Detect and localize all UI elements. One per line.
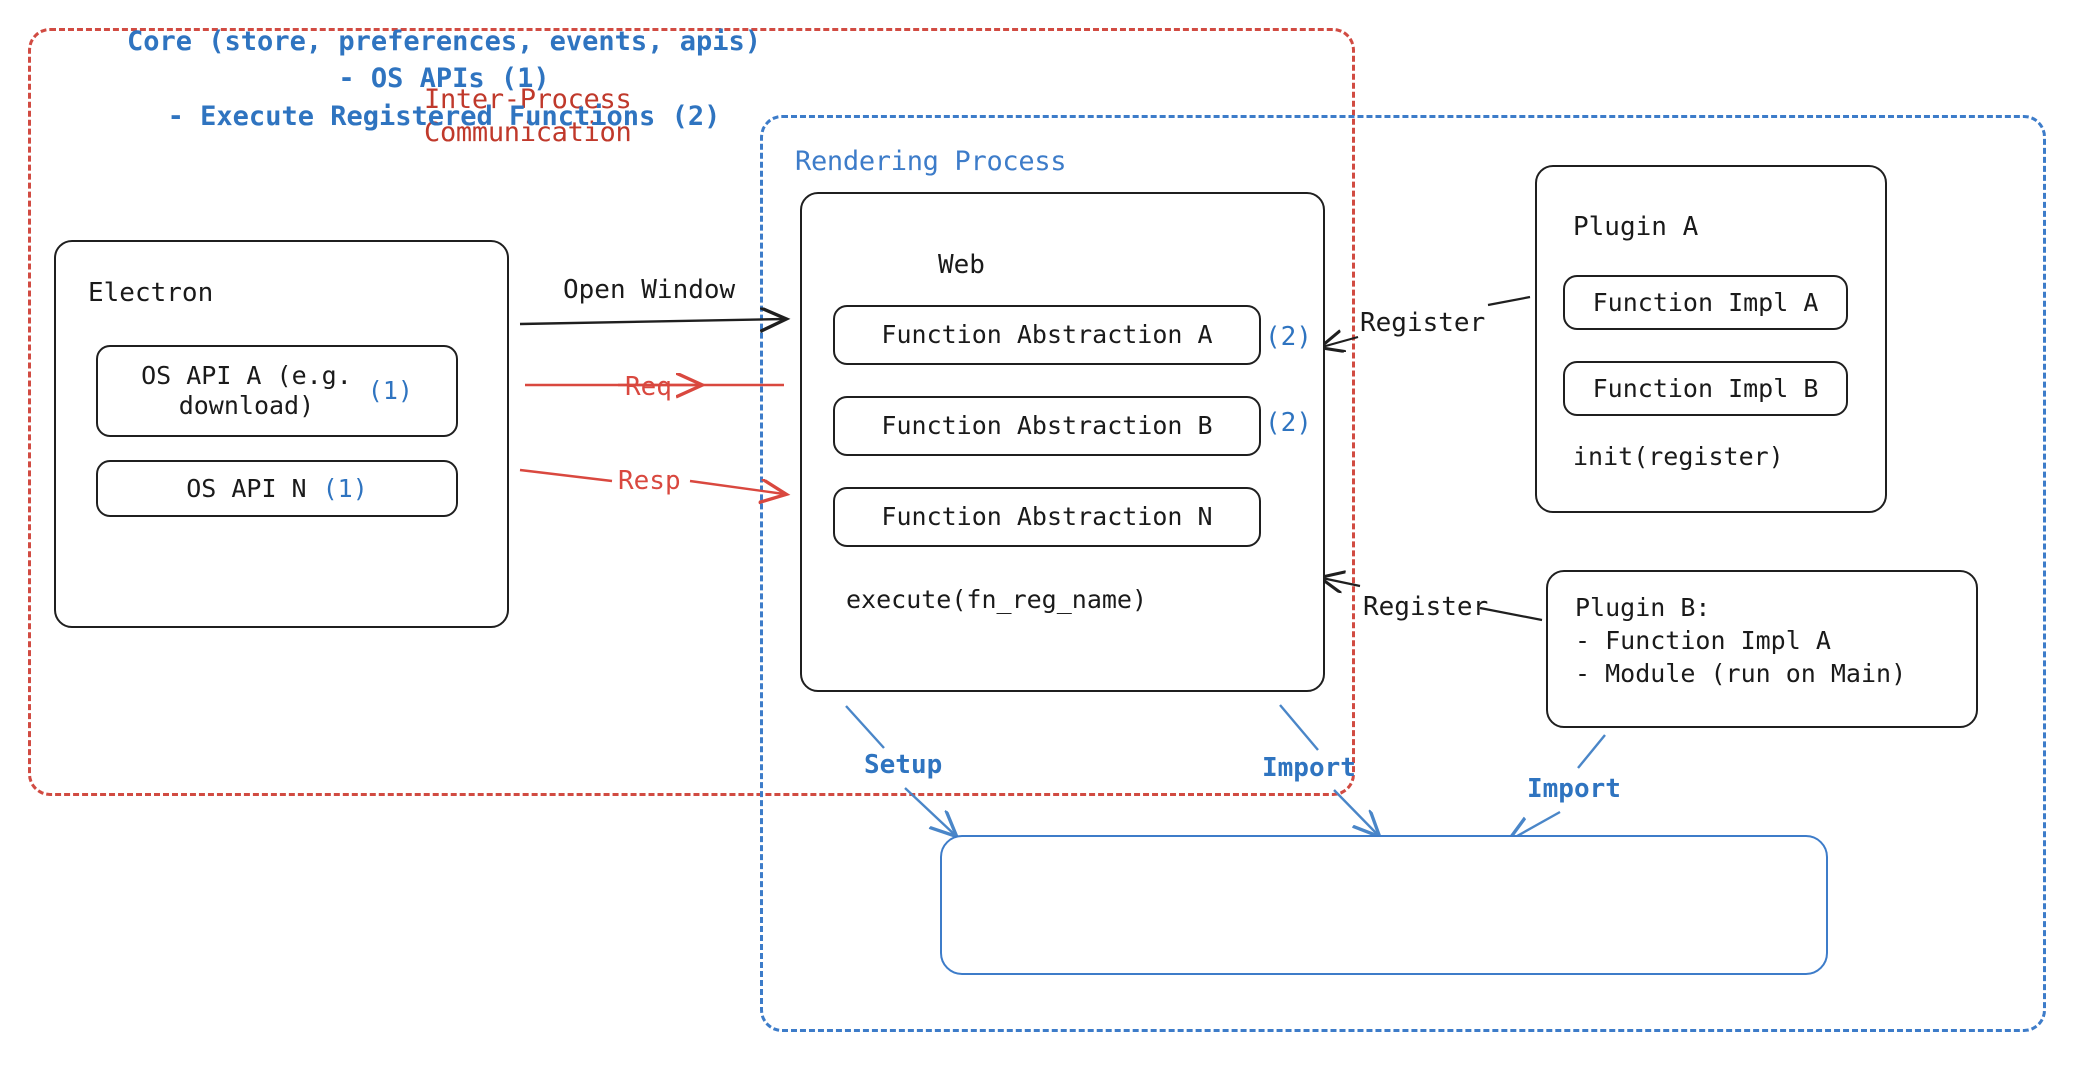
function-abstraction-a-box: Function Abstraction A bbox=[833, 305, 1261, 365]
edge-label-resp: Resp bbox=[618, 466, 681, 496]
electron-title: Electron bbox=[88, 278, 214, 308]
web-execute-label: execute(fn_reg_name) bbox=[846, 585, 1148, 614]
function-abstraction-a-marker: (2) bbox=[1265, 322, 1312, 352]
function-abstraction-n-label: Function Abstraction N bbox=[881, 502, 1213, 531]
plugin-b-text: Plugin B: - Function Impl A - Module (ru… bbox=[1575, 593, 1907, 688]
os-api-a-label: OS API A (e.g. download) bbox=[141, 361, 352, 420]
function-impl-b-label: Function Impl B bbox=[1592, 373, 1819, 403]
plugin-a-title: Plugin A bbox=[1573, 212, 1699, 242]
edge-label-register-plugin-b: Register bbox=[1363, 592, 1489, 622]
group-title-rendering-process: Rendering Process bbox=[795, 146, 1067, 177]
edge-label-setup: Setup bbox=[864, 750, 943, 780]
os-api-a-box: OS API A (e.g. download) (1) bbox=[96, 345, 458, 437]
group-inter-process-communication bbox=[28, 28, 1355, 796]
edge-label-req: Req bbox=[625, 372, 672, 402]
os-api-n-box: OS API N (1) bbox=[96, 460, 458, 517]
function-abstraction-b-marker: (2) bbox=[1265, 408, 1312, 438]
plugin-a-box bbox=[1535, 165, 1887, 513]
function-impl-b-box: Function Impl B bbox=[1563, 361, 1848, 416]
function-abstraction-n-box: Function Abstraction N bbox=[833, 487, 1261, 547]
edge-label-import-web: Import bbox=[1262, 753, 1356, 783]
function-abstraction-a-label: Function Abstraction A bbox=[881, 320, 1213, 349]
os-api-n-label: OS API N bbox=[186, 473, 307, 503]
core-box bbox=[940, 835, 1828, 975]
os-api-n-marker: (1) bbox=[322, 473, 368, 503]
plugin-a-init-label: init(register) bbox=[1573, 442, 1784, 471]
plugin-b-box bbox=[1546, 570, 1978, 728]
group-title-ipc: Inter-Process Communication bbox=[424, 84, 632, 149]
core-text: Core (store, preferences, events, apis) … bbox=[127, 26, 761, 132]
function-impl-a-box: Function Impl A bbox=[1563, 275, 1848, 330]
group-rendering-process bbox=[760, 115, 2046, 1032]
os-api-a-marker: (1) bbox=[367, 376, 413, 405]
web-title: Web bbox=[938, 250, 985, 280]
function-abstraction-b-label: Function Abstraction B bbox=[881, 411, 1213, 440]
edge-label-import-plugin-b: Import bbox=[1527, 774, 1621, 804]
edge-label-register-plugin-a: Register bbox=[1360, 308, 1486, 338]
function-abstraction-b-box: Function Abstraction B bbox=[833, 396, 1261, 456]
function-impl-a-label: Function Impl A bbox=[1592, 287, 1819, 317]
edge-label-open-window: Open Window bbox=[563, 275, 736, 305]
